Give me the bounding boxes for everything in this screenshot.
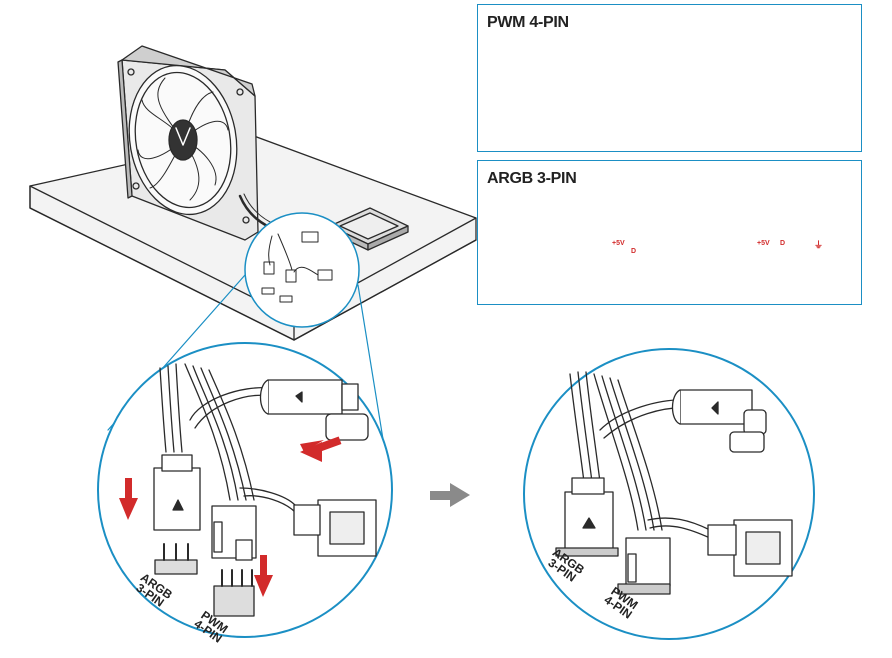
cpu-icon bbox=[329, 207, 409, 251]
argb-pin-d-label: D bbox=[631, 248, 637, 255]
pwm-panel-title: PWM 4-PIN bbox=[487, 14, 569, 31]
argb-panel-title: ARGB 3-PIN bbox=[487, 170, 577, 187]
argb-pin-5v-label: +5V bbox=[612, 240, 625, 247]
argb-socket-ground-label: ⏚ bbox=[814, 240, 824, 250]
pwm-4pin-panel: PWM 4-PIN bbox=[477, 4, 862, 152]
argb-socket-5v-label: +5V bbox=[757, 240, 770, 247]
fan-icon bbox=[117, 45, 285, 241]
red-arrow-icon bbox=[119, 436, 342, 597]
gray-arrow-icon bbox=[430, 483, 470, 507]
argb-3pin-panel: ARGB 3-PIN bbox=[477, 160, 862, 305]
argb-socket-d-label: D bbox=[780, 240, 786, 247]
